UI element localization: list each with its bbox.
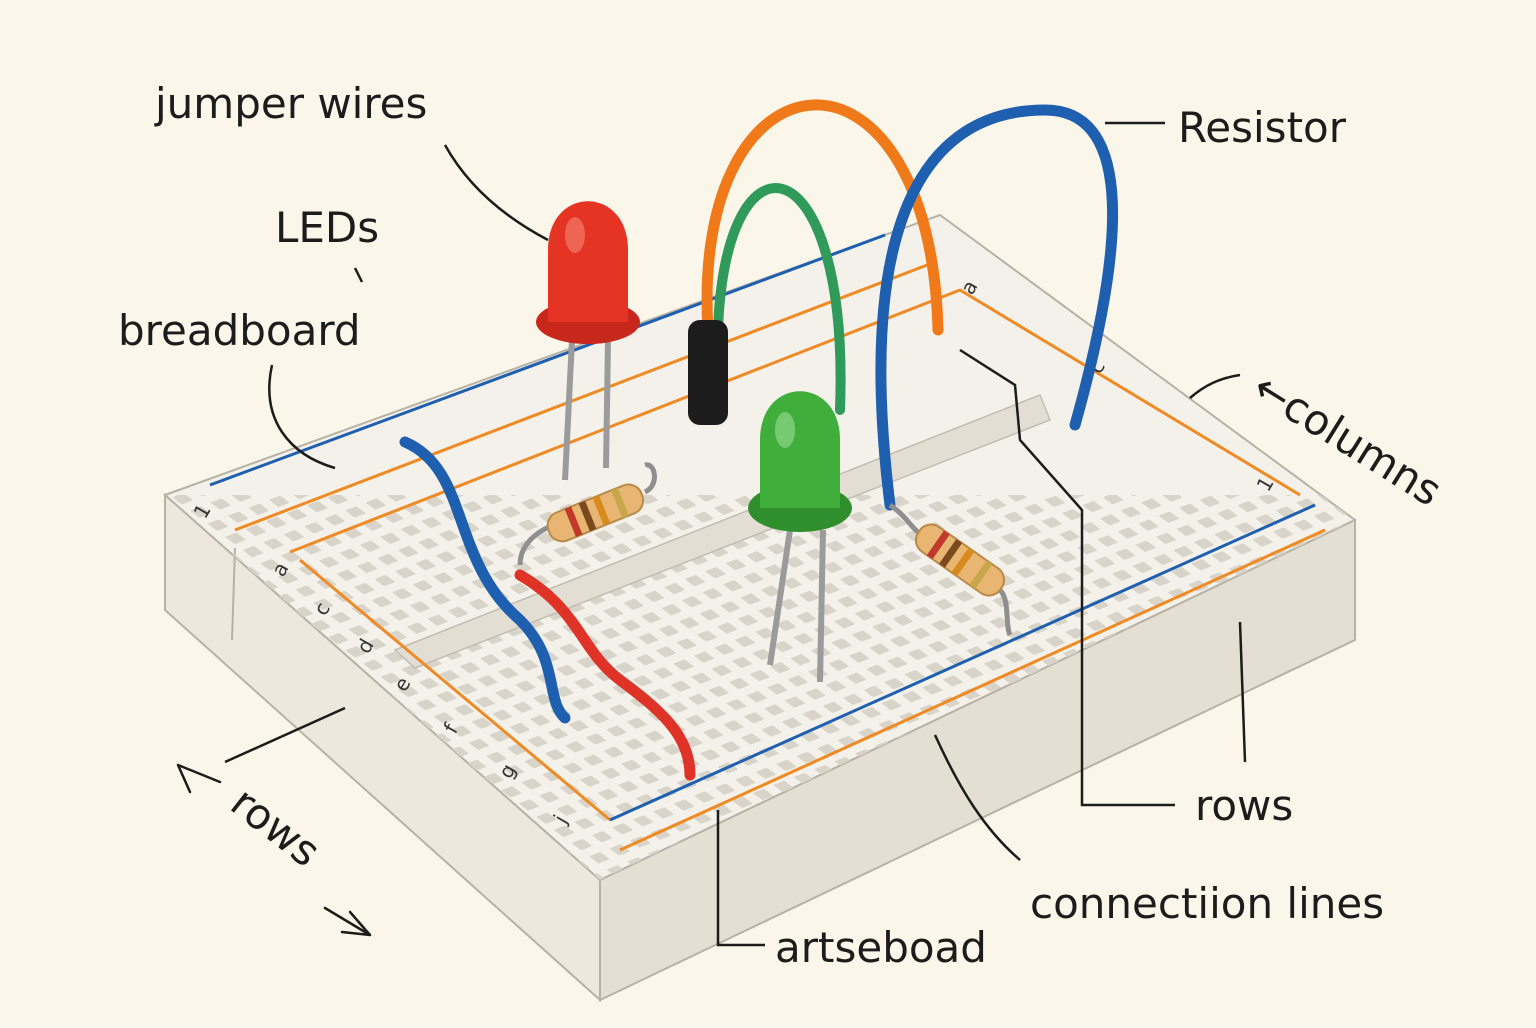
resistor-icon <box>888 502 1013 637</box>
orange-jumper-wire <box>701 99 944 336</box>
leds-leader <box>353 267 364 283</box>
columns-leader <box>1189 373 1241 399</box>
rows-right-bracket <box>1238 621 1247 763</box>
blue-jumper-wire <box>399 436 571 724</box>
jumper-wires <box>399 99 1119 781</box>
rows-right-leader <box>959 348 1175 807</box>
connection-lines-leader <box>933 734 1021 861</box>
label-leds: LEDs <box>275 203 379 252</box>
leader-lines <box>224 121 1247 947</box>
label-jumper-wires: jumper wires <box>154 79 427 128</box>
label-resistor: Resistor <box>1178 103 1347 152</box>
wire-connector <box>688 320 728 425</box>
label-rows-right: rows <box>1195 781 1293 830</box>
jumper-wires-leader <box>443 144 549 242</box>
label-breadboard: breadboard <box>118 306 361 355</box>
rows-left-leader <box>224 706 346 764</box>
artseboad-leader <box>716 810 765 947</box>
green-led-icon <box>748 391 852 683</box>
label-rows-left: rows <box>222 777 330 876</box>
green-jumper-wire <box>713 183 846 415</box>
label-artseboad: artseboad <box>775 923 987 972</box>
red-jumper-wire <box>514 569 696 781</box>
resistor-icon <box>517 462 657 566</box>
arrow-right-icon <box>323 906 372 937</box>
power-rails <box>209 233 1326 852</box>
arrow-left-icon <box>176 763 222 794</box>
breadboard-leader <box>268 364 336 470</box>
blue-arch-wire <box>875 104 1119 511</box>
rows-arrows <box>176 763 372 937</box>
red-led-icon <box>536 201 640 481</box>
label-connection-lines: connectiion lines <box>1030 879 1384 928</box>
